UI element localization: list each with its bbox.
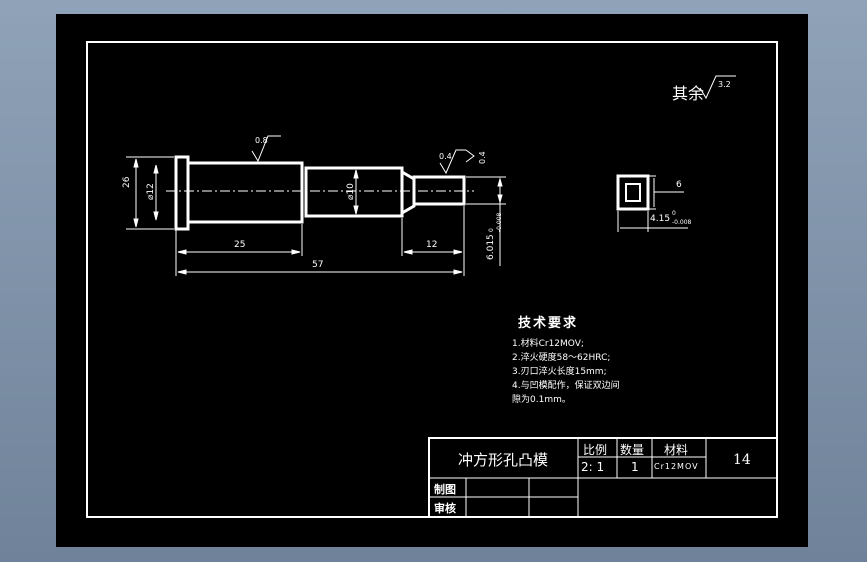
tech-requirement-item: 3.刃口淬火长度15mm; bbox=[512, 367, 607, 377]
surface-finish-label: 其余 bbox=[672, 84, 705, 103]
roughness-c-value: 0.4 bbox=[478, 151, 487, 164]
dim-25: 25 bbox=[234, 240, 246, 250]
roughness-symbols bbox=[251, 75, 736, 175]
material-value: Cr12MOV bbox=[654, 462, 699, 471]
cad-drawing bbox=[86, 41, 778, 518]
square-dim-415: 4.15 bbox=[650, 214, 671, 224]
square-outer bbox=[616, 174, 650, 211]
square-tol-lower: -0.008 bbox=[672, 219, 692, 226]
dim-tip-size: 6.015 bbox=[486, 234, 496, 260]
dim-tip-tol-upper: 0 bbox=[488, 228, 495, 232]
tech-requirements-title: 技术要求 bbox=[518, 316, 579, 331]
drawn-label: 制图 bbox=[434, 483, 456, 496]
tech-requirements: 技术要求 1.材料Cr12MOV; 2.淬火硬度58～62HRC; 3.刃口淬火长度… bbox=[512, 312, 620, 407]
dim-12: 12 bbox=[426, 240, 438, 250]
scale-label: 比例 bbox=[583, 443, 608, 457]
dim-57: 57 bbox=[312, 260, 324, 270]
tech-requirement-item: 4.与凹模配作，保证双边间 bbox=[512, 381, 620, 391]
tech-requirement-item: 隙为0.1mm。 bbox=[512, 395, 571, 405]
tech-requirement-item: 2.淬火硬度58～62HRC; bbox=[512, 353, 611, 363]
surface-finish-value: 3.2 bbox=[718, 80, 731, 89]
square-dim-6: 6 bbox=[676, 180, 682, 190]
part-name: 冲方形孔凸模 bbox=[458, 451, 549, 469]
square-end-view bbox=[616, 174, 688, 232]
roughness-b-value: 0.4 bbox=[439, 152, 452, 161]
tech-requirements-list: 1.材料Cr12MOV; 2.淬火硬度58～62HRC; 3.刃口淬火长度15mm;… bbox=[512, 337, 620, 407]
dim-tip-tol-lower: -0.008 bbox=[496, 212, 503, 232]
dimension-lines bbox=[126, 156, 506, 276]
dim-dia12: ⌀12 bbox=[146, 183, 156, 200]
dim-26: 26 bbox=[122, 176, 132, 188]
square-tol-upper: 0 bbox=[672, 210, 676, 217]
checked-label: 审核 bbox=[434, 502, 456, 515]
square-inner bbox=[625, 183, 641, 202]
dim-dia10: ⌀10 bbox=[346, 183, 356, 200]
scale-value: 2: 1 bbox=[581, 460, 605, 474]
qty-value: 1 bbox=[631, 460, 639, 474]
drawing-sheet: 其余 3.2 57 25 12 26 ⌀12 ⌀10 6.015 0 -0.00… bbox=[56, 14, 808, 547]
drawing-number: 14 bbox=[733, 452, 751, 468]
qty-label: 数量 bbox=[620, 443, 645, 457]
tech-requirement-item: 1.材料Cr12MOV; bbox=[512, 339, 584, 349]
title-block-lines bbox=[428, 437, 778, 518]
roughness-a-value: 0.8 bbox=[255, 136, 268, 145]
material-label: 材料 bbox=[664, 443, 689, 457]
